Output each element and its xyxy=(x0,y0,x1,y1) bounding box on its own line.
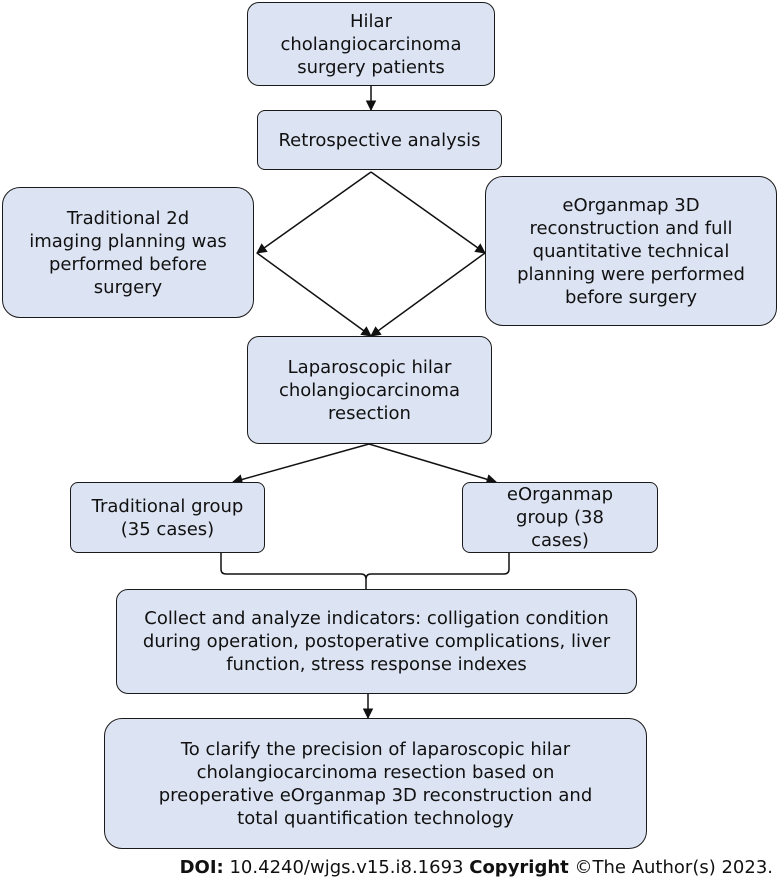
doi-label: DOI: xyxy=(179,857,224,878)
arrow-traditional-to-resection xyxy=(256,252,372,337)
arrow-resection-to-traditional-group xyxy=(231,443,370,485)
doi-value: 10.4240/wjgs.v15.i8.1693 xyxy=(229,857,464,878)
arrow-eorganmap-to-resection xyxy=(370,252,486,337)
node-conclusion: To clarify the precision of laparoscopic… xyxy=(104,718,647,849)
citation-footer: DOI: 10.4240/wjgs.v15.i8.1693 Copyright … xyxy=(0,857,779,878)
brace-groups xyxy=(220,553,510,589)
node-eorganmap-planning: eOrganmap 3D reconstruction and full qua… xyxy=(485,176,777,326)
node-resection: Laparoscopic hilar cholangiocarcinoma re… xyxy=(247,336,492,444)
node-eorganmap-group: eOrganmap group (38 cases) xyxy=(462,482,658,553)
arrow-analysis-to-traditional xyxy=(256,171,372,254)
arrow-analysis-to-eorganmap xyxy=(370,171,486,254)
arrow-resection-to-eorganmap-group xyxy=(368,443,498,485)
node-traditional-group: Traditional group (35 cases) xyxy=(70,482,265,553)
node-traditional-planning: Traditional 2d imaging planning was perf… xyxy=(2,187,254,318)
node-patients: Hilar cholangiocarcinoma surgery patient… xyxy=(247,2,495,86)
node-retrospective: Retrospective analysis xyxy=(257,110,502,170)
copyright-label: Copyright xyxy=(469,857,569,878)
node-indicators: Collect and analyze indicators: colligat… xyxy=(116,589,637,694)
copyright-value: ©The Author(s) 2023. xyxy=(574,857,773,878)
